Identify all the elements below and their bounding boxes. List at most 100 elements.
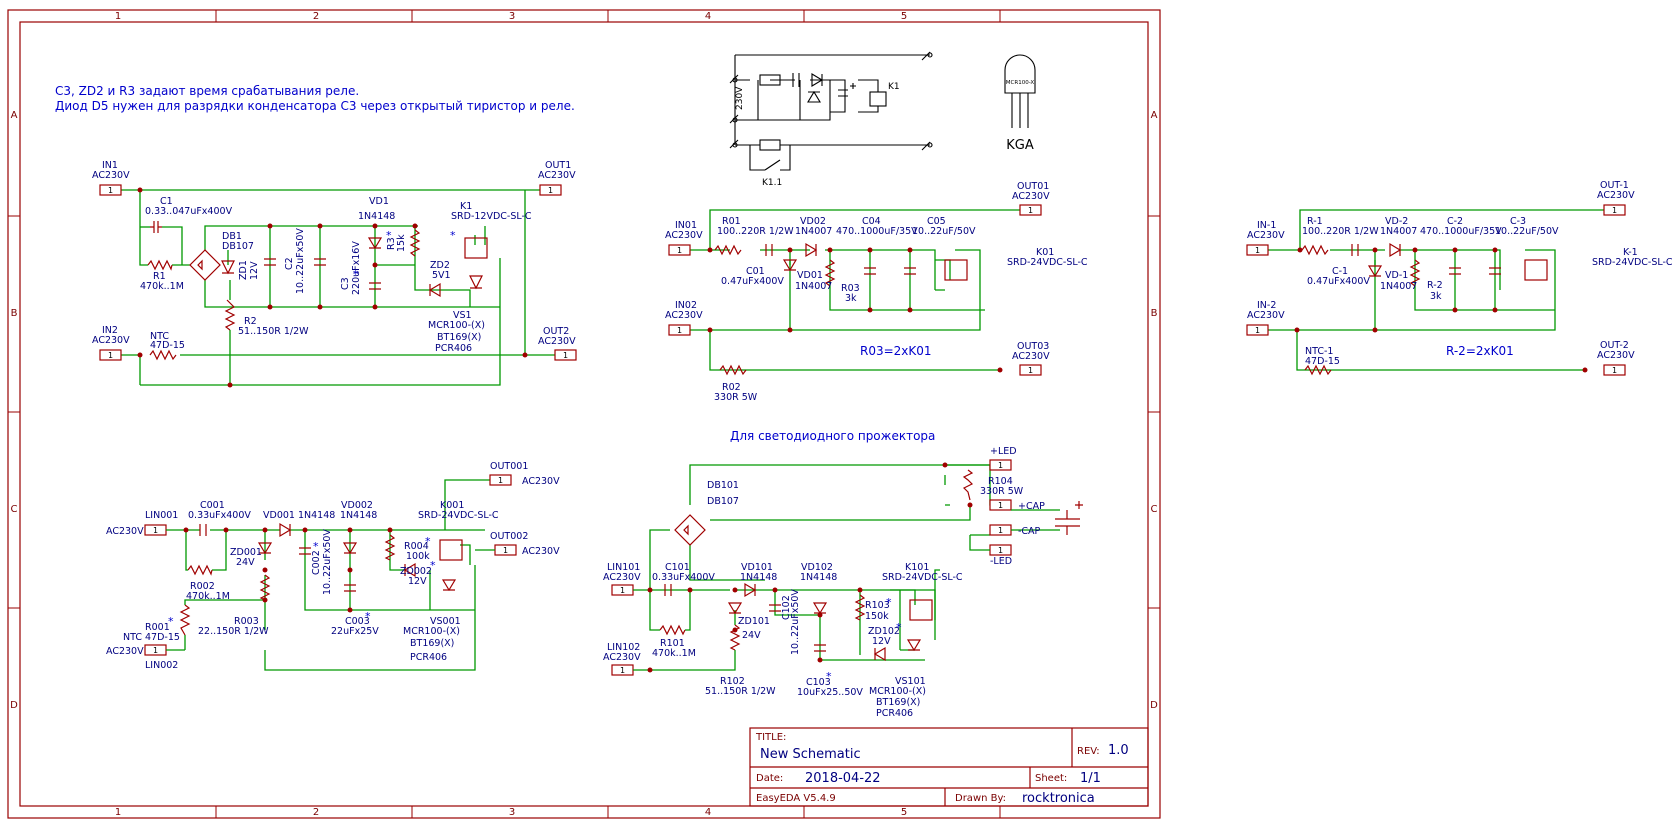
diode-vd01[interactable] — [782, 259, 798, 272]
label-c1: C1 — [160, 196, 173, 207]
label-vs001-value2: BT169(X) — [410, 638, 454, 649]
relay-k01[interactable] — [944, 259, 968, 281]
port-out03[interactable] — [1019, 364, 1042, 376]
zener-zd1[interactable] — [221, 260, 235, 275]
svg-text:1: 1 — [108, 351, 113, 360]
label-lin102: LIN102 — [607, 642, 640, 653]
capacitor-c05[interactable] — [904, 267, 916, 275]
zone-row-b-right: B — [1151, 308, 1158, 319]
label-c05-value: 10..22uF/50V — [912, 226, 976, 237]
resistor-r004[interactable] — [384, 534, 396, 561]
port-in1[interactable] — [99, 184, 122, 196]
diode-vd001[interactable] — [279, 522, 292, 538]
resistor-r-2[interactable] — [1409, 259, 1421, 287]
label-r3: R3 — [386, 237, 397, 250]
label-r-1-value: 100..220R 1/2W — [1302, 226, 1379, 237]
bridge-db101[interactable] — [674, 514, 706, 546]
frame-column-ticks — [8, 10, 1160, 818]
diode-vd-2[interactable] — [1389, 242, 1402, 258]
resistor-r2[interactable] — [224, 299, 236, 331]
port-out-1[interactable] — [1603, 204, 1626, 216]
label-out-1-voltage: AC230V — [1597, 190, 1635, 201]
resistor-r03[interactable] — [824, 259, 836, 287]
label-vs001: VS001 — [430, 616, 461, 627]
port-in01[interactable] — [668, 244, 691, 256]
zener-zd001[interactable] — [257, 542, 273, 555]
capacitor-c2b[interactable] — [314, 258, 326, 266]
capacitor-c101[interactable] — [664, 584, 672, 596]
port-in-2[interactable] — [1246, 324, 1269, 336]
capacitor-c-2[interactable] — [1449, 267, 1461, 275]
resistor-r1[interactable] — [147, 259, 173, 271]
zener-zd101[interactable] — [727, 602, 743, 615]
label-r-2: R-2 — [1427, 280, 1443, 291]
capacitor-c103[interactable] — [814, 644, 826, 652]
bridge-db1[interactable] — [189, 249, 221, 281]
resistor-r104[interactable] — [962, 469, 974, 501]
thyristor-vs001[interactable] — [441, 579, 457, 592]
label-vd01: VD01 — [797, 270, 823, 281]
zener-zd2[interactable] — [428, 282, 441, 298]
relay-k001[interactable] — [439, 539, 463, 561]
label-zd101: ZD101 — [738, 616, 770, 627]
ntc-r001[interactable] — [179, 604, 191, 636]
thyristor-vs101[interactable] — [906, 639, 922, 652]
capacitor-c003[interactable] — [344, 584, 356, 592]
resistor-r003[interactable] — [259, 574, 271, 601]
resistor-r101[interactable] — [659, 624, 686, 636]
port-out001[interactable] — [489, 474, 512, 486]
diode-vd-1[interactable] — [1367, 265, 1383, 278]
label-c3: C3 — [340, 277, 351, 290]
relay-k-1[interactable] — [1524, 259, 1548, 281]
capacitor-c04[interactable] — [864, 267, 876, 275]
label-c-3: C-3 — [1510, 216, 1526, 227]
relay-k101[interactable] — [909, 599, 933, 621]
capacitor-c102[interactable] — [769, 604, 781, 612]
resistor-r01[interactable] — [714, 244, 742, 256]
package-outline — [1004, 54, 1036, 94]
label-db101: DB101 — [707, 480, 739, 491]
capacitor-c001[interactable] — [199, 524, 207, 536]
zener-zd102[interactable] — [873, 646, 886, 662]
diode-vd1[interactable] — [367, 237, 383, 250]
label-vd-1-value: 1N4007 — [1380, 281, 1417, 292]
rev-label: REV: — [1077, 746, 1100, 757]
diode-vd002[interactable] — [342, 542, 358, 555]
resistor-r-1[interactable] — [1301, 244, 1329, 256]
capacitor-c01[interactable] — [765, 244, 773, 256]
resistor-r102[interactable] — [729, 624, 741, 651]
port-out01[interactable] — [1019, 204, 1042, 216]
port-out-2[interactable] — [1603, 364, 1626, 376]
sheet-label: Sheet: — [1035, 773, 1067, 784]
capacitor-c1[interactable] — [150, 221, 162, 233]
capacitor-c-1[interactable] — [1351, 244, 1359, 256]
resistor-r002[interactable] — [187, 564, 213, 576]
port-plus-led[interactable] — [989, 459, 1012, 471]
port-out1[interactable] — [539, 184, 562, 196]
port-out2[interactable] — [554, 349, 577, 361]
resistor-r02[interactable] — [719, 364, 747, 376]
relay-k1[interactable] — [464, 237, 488, 259]
port-in2[interactable] — [99, 349, 122, 361]
capacitor-c3[interactable] — [369, 282, 381, 290]
capacitor-c-3[interactable] — [1489, 267, 1501, 275]
ntc-thermistor-1[interactable] — [1304, 364, 1332, 376]
port-in-1[interactable] — [1246, 244, 1269, 256]
thyristor-vs1[interactable] — [469, 275, 483, 290]
capacitor-external[interactable] — [1055, 501, 1083, 535]
sheet-value: 1/1 — [1080, 771, 1101, 786]
resistor-r103[interactable] — [854, 594, 866, 621]
label-out01-voltage: AC230V — [1012, 191, 1050, 202]
zener-zd002[interactable] — [403, 562, 416, 578]
port-in02[interactable] — [668, 324, 691, 336]
diode-vd102[interactable] — [812, 602, 828, 615]
port-plus-cap[interactable] — [989, 499, 1012, 511]
ntc-thermistor[interactable] — [149, 349, 177, 361]
zone-col-3-bottom: 3 — [509, 807, 515, 818]
label-c003: C003 — [345, 616, 370, 627]
capacitor-c002[interactable] — [299, 547, 311, 555]
diode-vd02[interactable] — [805, 242, 818, 258]
capacitor-c2[interactable] — [264, 258, 276, 266]
diode-vd101[interactable] — [744, 582, 757, 598]
resistor-r3[interactable] — [409, 229, 421, 257]
